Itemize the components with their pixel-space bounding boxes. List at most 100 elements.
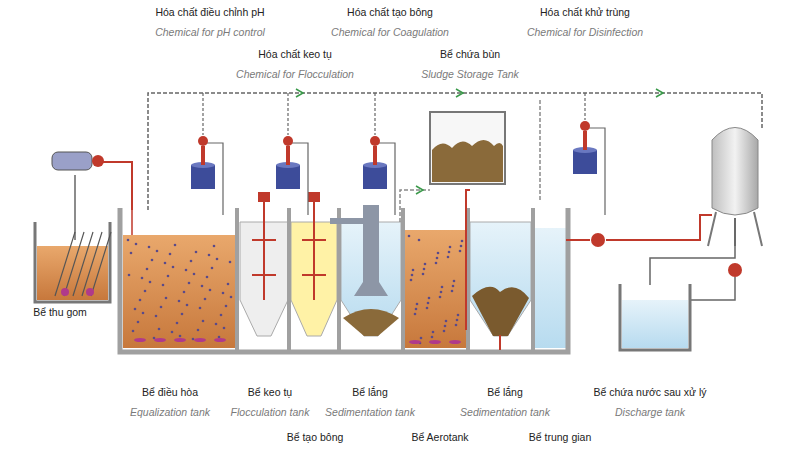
air-bubble	[432, 331, 435, 334]
sedimentation-tank	[470, 222, 531, 336]
air-diffuser	[409, 340, 421, 344]
air-bubble	[444, 325, 447, 328]
air-bubble	[435, 262, 438, 265]
flow-arrow	[296, 89, 303, 97]
air-bubble	[209, 289, 212, 292]
air-bubble	[151, 259, 154, 262]
air-bubble	[455, 324, 458, 327]
mixer-paddle	[302, 239, 326, 241]
mixer-shaft	[313, 200, 315, 300]
air-bubble	[448, 251, 451, 254]
air-bubble	[155, 315, 158, 318]
air-bubble	[197, 329, 200, 332]
transfer-pump	[591, 233, 605, 247]
settled-sludge	[472, 287, 529, 336]
tank-caption: Bể điều hòa	[142, 386, 198, 399]
air-bubble	[211, 267, 214, 270]
tank-caption: Hóa chất điều chỉnh pH	[155, 6, 264, 19]
chemical-tank	[191, 165, 215, 189]
air-bubble	[459, 250, 462, 253]
air-bubble	[146, 268, 149, 271]
air-bubble	[431, 336, 434, 339]
air-diffuser	[154, 338, 166, 342]
tank-caption: Bể lắng	[352, 386, 388, 399]
mixer-motor	[258, 192, 270, 202]
dosing-line	[287, 93, 288, 135]
flow-arrow	[656, 89, 663, 97]
air-bubble	[185, 269, 188, 272]
discharge-water	[622, 300, 688, 348]
flow-arrow	[456, 89, 463, 97]
air-bubble	[423, 268, 426, 271]
chemical-tank	[363, 165, 387, 189]
air-bubble	[229, 261, 232, 264]
air-bubble	[139, 299, 142, 302]
discharge-tank	[620, 284, 690, 350]
dosing-pump	[283, 136, 293, 146]
air-bubble	[169, 253, 172, 256]
air-bubble	[186, 304, 189, 307]
dosing-pump	[198, 136, 208, 146]
air-bubble	[439, 296, 442, 299]
dosing-pump	[580, 121, 590, 131]
air-bubble	[156, 250, 159, 253]
air-bubble	[451, 290, 454, 293]
chemical-tank	[276, 165, 300, 189]
air-bubble	[213, 245, 216, 248]
tank-partition	[337, 208, 341, 350]
air-bubble	[142, 312, 145, 315]
air-bubble	[149, 281, 152, 284]
tank-caption: Bể chứa nước sau xử lý	[593, 386, 706, 399]
air-bubble	[215, 323, 218, 326]
return-pipe	[400, 190, 430, 222]
air-bubble	[137, 321, 140, 324]
mixer-shaft	[263, 200, 265, 300]
air-bubble	[457, 314, 460, 317]
air-bubble	[426, 307, 429, 310]
chemical-pipe	[148, 93, 762, 210]
dosing-pump-stem	[286, 146, 290, 165]
air-bubble	[165, 297, 168, 300]
air-bubble	[181, 313, 184, 316]
tank-caption: Bể lắng	[487, 386, 523, 399]
air-bubble	[144, 290, 147, 293]
chemical-tank	[573, 150, 597, 174]
air-bubble	[206, 276, 209, 279]
english-caption: Sludge Storage Tank	[421, 68, 519, 81]
air-bubble	[449, 246, 452, 249]
air-bubble	[460, 245, 463, 248]
air-bubble	[179, 335, 182, 338]
sludge-storage-tank	[430, 112, 505, 184]
collection-water	[37, 246, 108, 300]
english-caption: Sedimentation tank	[460, 406, 550, 419]
inlet-pipe	[330, 218, 364, 224]
air-bubble	[418, 239, 421, 242]
air-bubble	[447, 256, 450, 259]
air-bubble	[453, 280, 456, 283]
dosing-pump	[370, 136, 380, 146]
air-bubble	[408, 235, 411, 238]
bar-screen	[73, 232, 93, 296]
air-bubble	[174, 244, 177, 247]
air-bubble	[220, 314, 223, 317]
air-bubble	[437, 252, 440, 255]
air-bubble	[153, 337, 156, 340]
air-bubble	[193, 273, 196, 276]
filter-feed-pipe	[566, 215, 712, 240]
tank-caption: Hóa chất keo tụ	[258, 48, 332, 61]
air-bubble	[441, 286, 444, 289]
pressure-filter	[712, 128, 758, 216]
dosing-line	[202, 93, 203, 135]
air-bubble	[461, 240, 464, 243]
air-pipe	[100, 162, 132, 210]
air-bubble	[199, 307, 202, 310]
air-bubble	[445, 320, 448, 323]
air-bubble	[436, 257, 439, 260]
air-bubble	[440, 291, 443, 294]
air-bubble	[134, 308, 137, 311]
air-bubble	[130, 252, 133, 255]
mixer-paddle	[302, 274, 326, 276]
air-bubble	[160, 306, 163, 309]
bar-screen	[91, 232, 111, 296]
